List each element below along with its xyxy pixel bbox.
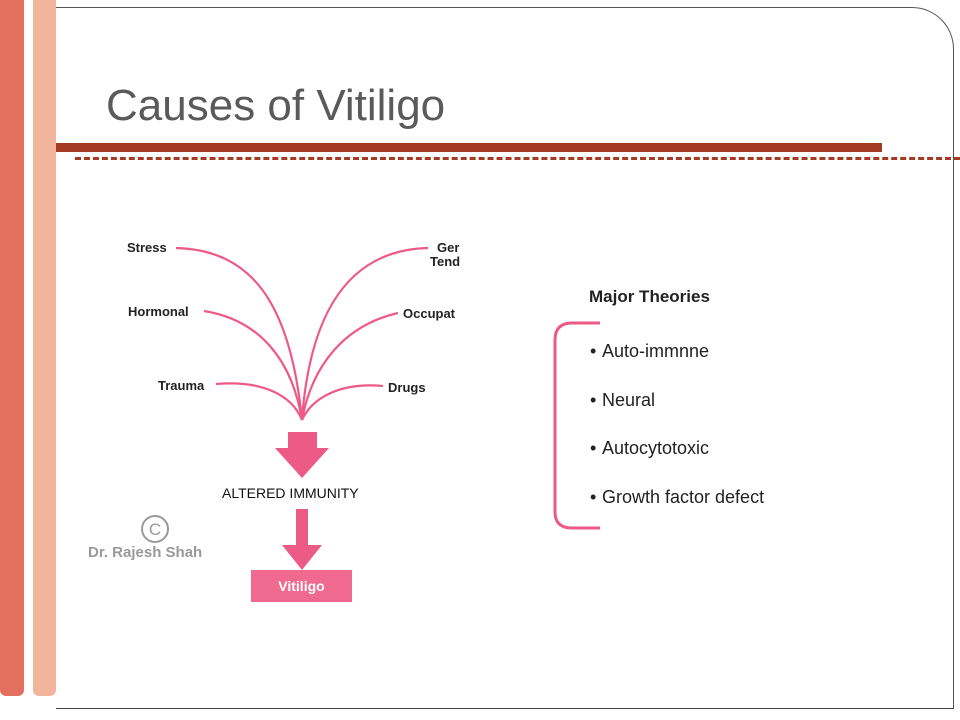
bullet-icon: • <box>590 341 597 361</box>
bullet-icon: • <box>590 438 597 458</box>
cause-label: Hormonal <box>128 304 189 319</box>
dashed-divider <box>75 157 960 160</box>
vitiligo-box <box>251 570 352 602</box>
vitiligo-label: Vitiligo <box>278 578 324 594</box>
theories-list: •Auto-immnne •Neural •Autocytotoxic •Gro… <box>590 338 764 532</box>
credit-label: Dr. Rajesh Shah <box>88 544 202 561</box>
decorative-bar-inner <box>33 0 56 696</box>
altered-immunity-label: ALTERED IMMUNITY <box>222 485 359 501</box>
cause-label: Tend <box>430 254 460 269</box>
arrow-shaft <box>296 509 308 551</box>
down-arrow-icon <box>275 432 329 478</box>
list-item: •Growth factor defect <box>590 484 764 533</box>
theories-heading: Major Theories <box>589 287 710 306</box>
cause-label: Occupat <box>403 306 456 321</box>
copyright-letter: C <box>149 520 161 539</box>
list-item: •Neural <box>590 387 764 436</box>
cause-connectors <box>175 246 429 421</box>
list-item: •Auto-immnne <box>590 338 764 387</box>
theory-text: Growth factor defect <box>602 486 765 507</box>
cause-label: Trauma <box>158 378 205 393</box>
list-item: •Autocytotoxic <box>590 435 764 484</box>
theories-bracket <box>553 321 600 530</box>
copyright-mark <box>141 515 169 543</box>
theory-text: Neural <box>602 389 656 410</box>
down-arrow-icon <box>282 545 322 570</box>
theory-text: Auto-immnne <box>602 341 710 361</box>
decorative-bar-left <box>0 0 24 696</box>
slide-frame <box>56 7 954 709</box>
theory-text: Autocytotoxic <box>602 438 710 458</box>
slide-title: Causes of Vitiligo <box>106 81 446 130</box>
cause-label: Ger <box>437 240 459 255</box>
cause-label: Drugs <box>388 380 426 395</box>
cause-label: Stress <box>127 240 167 255</box>
bullet-icon: • <box>590 389 597 410</box>
bullet-icon: • <box>590 486 597 507</box>
title-underline <box>56 143 882 152</box>
